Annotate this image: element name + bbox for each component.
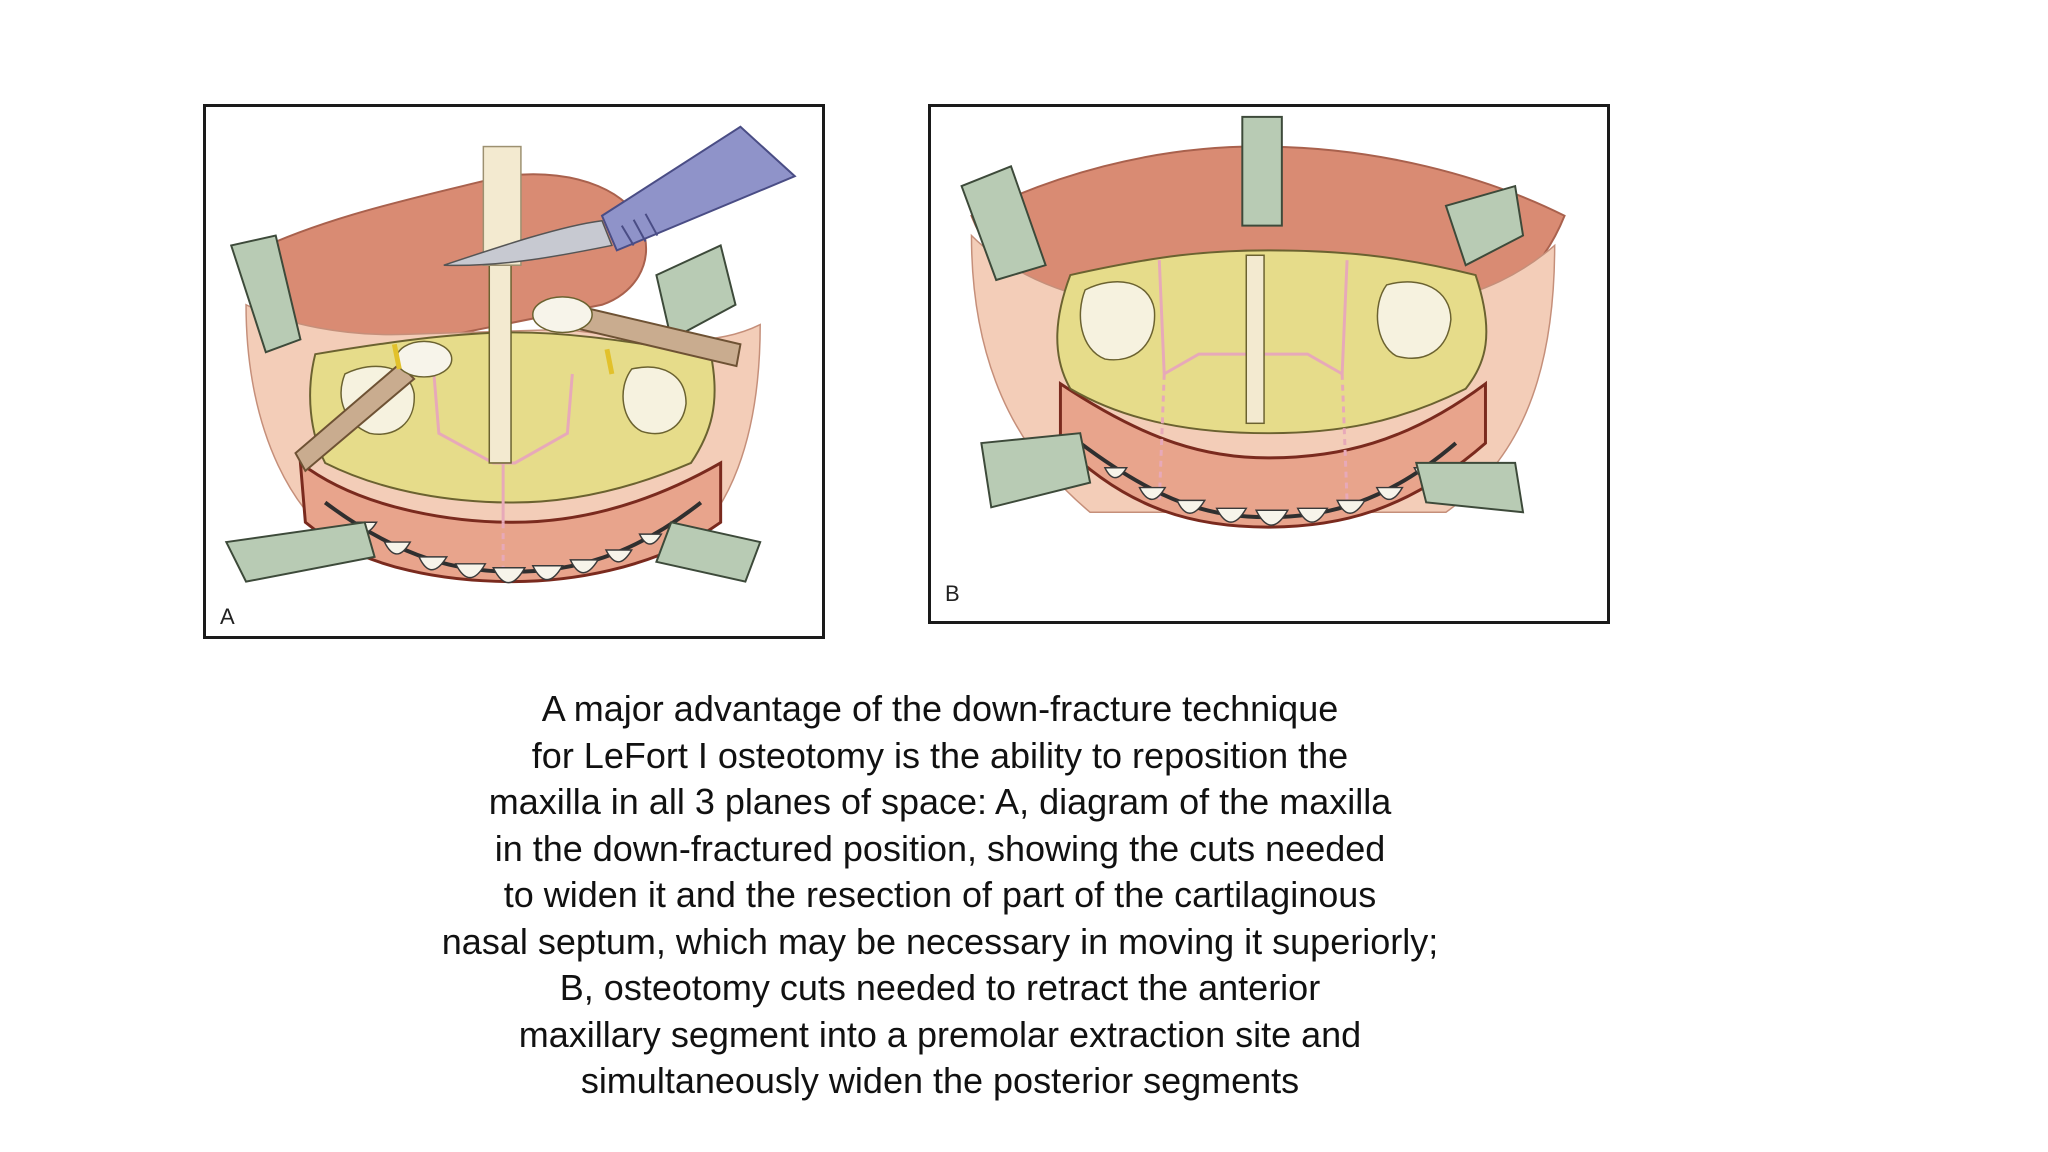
caption-line: maxilla in all 3 planes of space: A, dia… — [488, 781, 1392, 822]
sinus-right — [622, 366, 687, 435]
caption-line: for LeFort I osteotomy is the ability to… — [531, 734, 1349, 776]
caption-line: to widen it and the resection of part of… — [503, 874, 1377, 915]
figure-panel-b: B — [928, 104, 1610, 624]
figure-panel-a: A — [203, 104, 825, 639]
caption-line: B, osteotomy cuts needed to retract the … — [559, 967, 1321, 1008]
scalpel-icon — [443, 125, 797, 267]
maxilla-down-fracture-illustration — [224, 125, 797, 584]
caption-line: simultaneously widen the posterior segme… — [580, 1060, 1300, 1101]
cotton-swab-left — [395, 340, 453, 378]
figure-caption: A major advantage of the down-fracture t… — [330, 686, 1550, 1105]
cotton-swab-right — [532, 296, 593, 334]
caption-line: maxillary segment into a premolar extrac… — [518, 1013, 1362, 1055]
retractor-icon — [224, 234, 762, 583]
nasal-septum — [488, 264, 512, 464]
panel-letter-a: A — [220, 604, 235, 629]
sinus-right — [1376, 281, 1452, 359]
sinus-left — [1079, 281, 1156, 361]
yellow-ties — [391, 343, 615, 375]
nasal-septum — [1245, 254, 1265, 425]
maxilla-segmental-osteotomy-illustration — [960, 115, 1566, 529]
dentition — [1103, 467, 1438, 526]
caption-line: nasal septum, which may be necessary in … — [441, 920, 1439, 962]
elevator-instrument — [294, 303, 742, 473]
panel-letter-b: B — [945, 581, 960, 606]
caption-line: A major advantage of the down-fracture t… — [541, 688, 1339, 729]
caption-line: in the down-fractured position, showing … — [494, 827, 1386, 869]
retractor-icon — [960, 115, 1525, 514]
